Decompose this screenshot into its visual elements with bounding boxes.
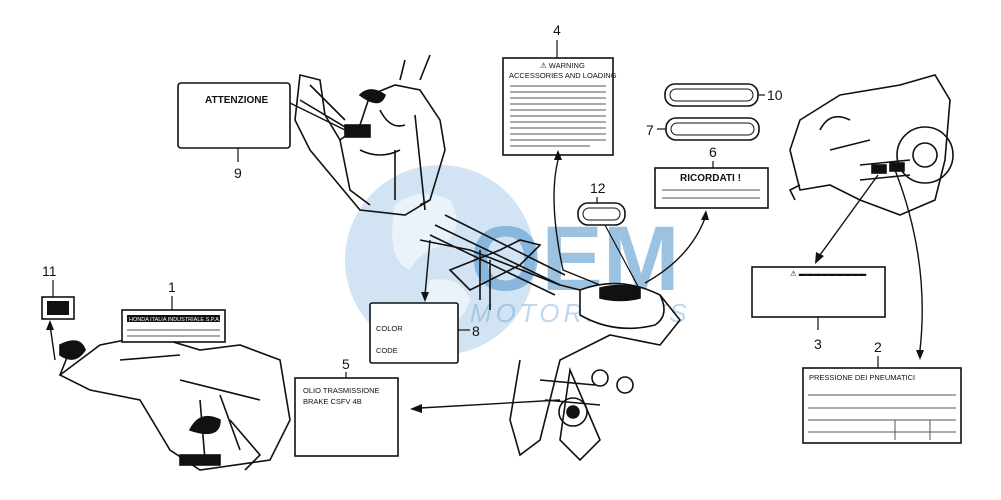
label-4-textlines [510, 85, 606, 147]
callout-10: 10 [767, 87, 783, 103]
label-8-code: CODE [376, 346, 398, 355]
label-5-line1: OLIO TRASMISSIONE [303, 386, 380, 395]
label-5-line2: BRAKE CSFV 4B [303, 397, 362, 406]
label-6-ricordati: 6 RICORDATI ! [644, 144, 769, 284]
callout-8: 8 [472, 323, 480, 339]
label-10: 10 [664, 83, 783, 107]
label-2-text: PRESSIONE DEI PNEUMATICI [809, 373, 915, 382]
callout-3: 3 [814, 336, 822, 352]
label-6-text: RICORDATI ! [680, 173, 741, 184]
label-2-pressione: 2 PRESSIONE DEI PNEUMATICI [802, 169, 962, 444]
label-2-plate [802, 367, 962, 444]
rear-seat-drawing [58, 334, 291, 471]
label-4-line2: ACCESSORIES AND LOADING [509, 71, 617, 80]
label-8-color-code: COLOR CODE 8 [369, 239, 480, 364]
callout-12: 12 [590, 180, 606, 196]
rear-wheel-drawing [788, 74, 954, 216]
callout-2: 2 [874, 339, 882, 355]
label-4-line1: ⚠ WARNING [540, 61, 585, 70]
label-6-plate [654, 167, 769, 209]
label-1-text: HONDA ITALIA INDUSTRIALE S.P.A. [129, 317, 221, 323]
label-8-plate [369, 302, 459, 364]
label-12: 12 [577, 180, 641, 291]
label-7: 7 [646, 117, 760, 141]
callout-6: 6 [709, 144, 717, 160]
callout-9: 9 [234, 165, 242, 181]
label-5-olio: 5 OLIO TRASMISSIONE BRAKE CSFV 4B [294, 356, 561, 457]
label-9-plate [177, 82, 291, 149]
callout-11: 11 [42, 263, 57, 279]
handlebar-drawing [294, 54, 446, 216]
label-11: 11 [41, 263, 75, 361]
callout-1: 1 [168, 279, 176, 295]
label-4-warning: 4 ⚠ WARNING ACCESSORIES AND LOADING [502, 22, 617, 286]
frame-drawing [419, 214, 682, 462]
label-9-text: ATTENZIONE [205, 95, 268, 106]
label-8-color: COLOR [376, 324, 403, 333]
label-3: ⚠ ▬▬▬▬▬▬▬▬▬ 3 [751, 174, 886, 352]
label-1-honda-italia: 1 HONDA ITALIA INDUSTRIALE S.P.A. [121, 279, 226, 343]
label-3-text: ⚠ ▬▬▬▬▬▬▬▬▬ [790, 269, 867, 278]
label-4-plate [502, 57, 614, 156]
label-2-grid [808, 394, 956, 440]
callout-7: 7 [646, 122, 654, 138]
label-5-plate [294, 377, 399, 457]
label-1-plate [121, 309, 226, 343]
callout-5: 5 [342, 356, 350, 372]
callout-4: 4 [553, 22, 561, 38]
label-9-attenzione: ATTENZIONE 9 [177, 82, 346, 181]
